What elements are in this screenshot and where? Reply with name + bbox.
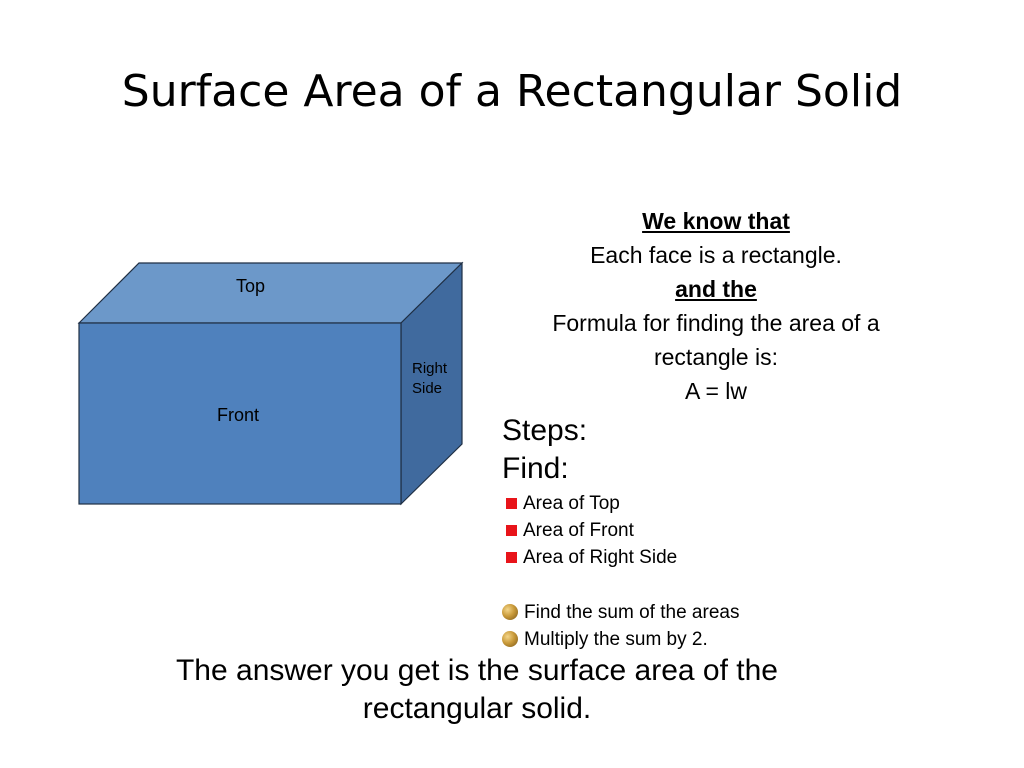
known-heading: We know that (642, 208, 790, 234)
and-the-heading: and the (675, 276, 757, 302)
formula-line-b: rectangle is: (653, 344, 778, 370)
area-formula: A = lw (684, 378, 747, 404)
right-side-label-line1: Right (412, 360, 448, 377)
box-front-face (78, 322, 402, 505)
gold-ball-bullet-icon (502, 631, 518, 647)
steps-label: Steps: (502, 414, 588, 447)
right-side-label-line2: Side (412, 380, 443, 397)
find-label: Find: (502, 452, 569, 485)
red-square-bullet-icon (506, 525, 517, 536)
list-item: Area of Front (506, 517, 677, 544)
red-square-bullet-icon (506, 552, 517, 563)
known-line-faces: Each face is a rectangle. (590, 242, 842, 268)
slide-title: Surface Area of a Rectangular Solid (121, 66, 903, 117)
list-item: Area of Top (506, 490, 677, 517)
right-side-label: Right Side (412, 359, 447, 399)
red-square-bullet-icon (506, 498, 517, 509)
steps-block: Steps: Find: (502, 412, 587, 488)
top-face-label: Top (236, 276, 266, 296)
answer-line2: rectangular solid. (362, 692, 592, 725)
formula-line-a: Formula for finding the area of a (552, 310, 880, 336)
answer-statement: The answer you get is the surface area o… (60, 652, 894, 728)
gold-ball-bullet-icon (502, 604, 518, 620)
known-facts-block: We know that Each face is a rectangle. a… (490, 204, 942, 408)
answer-line1: The answer you get is the surface area o… (175, 654, 778, 687)
list-item: Area of Right Side (506, 544, 677, 571)
final-steps-list: Find the sum of the areas Multiply the s… (502, 599, 739, 653)
box-top-face (77, 262, 464, 324)
list-item: Find the sum of the areas (502, 599, 739, 626)
list-item: Multiply the sum by 2. (502, 626, 739, 653)
find-list: Area of Top Area of Front Area of Right … (506, 490, 677, 571)
front-face-label: Front (217, 405, 260, 425)
